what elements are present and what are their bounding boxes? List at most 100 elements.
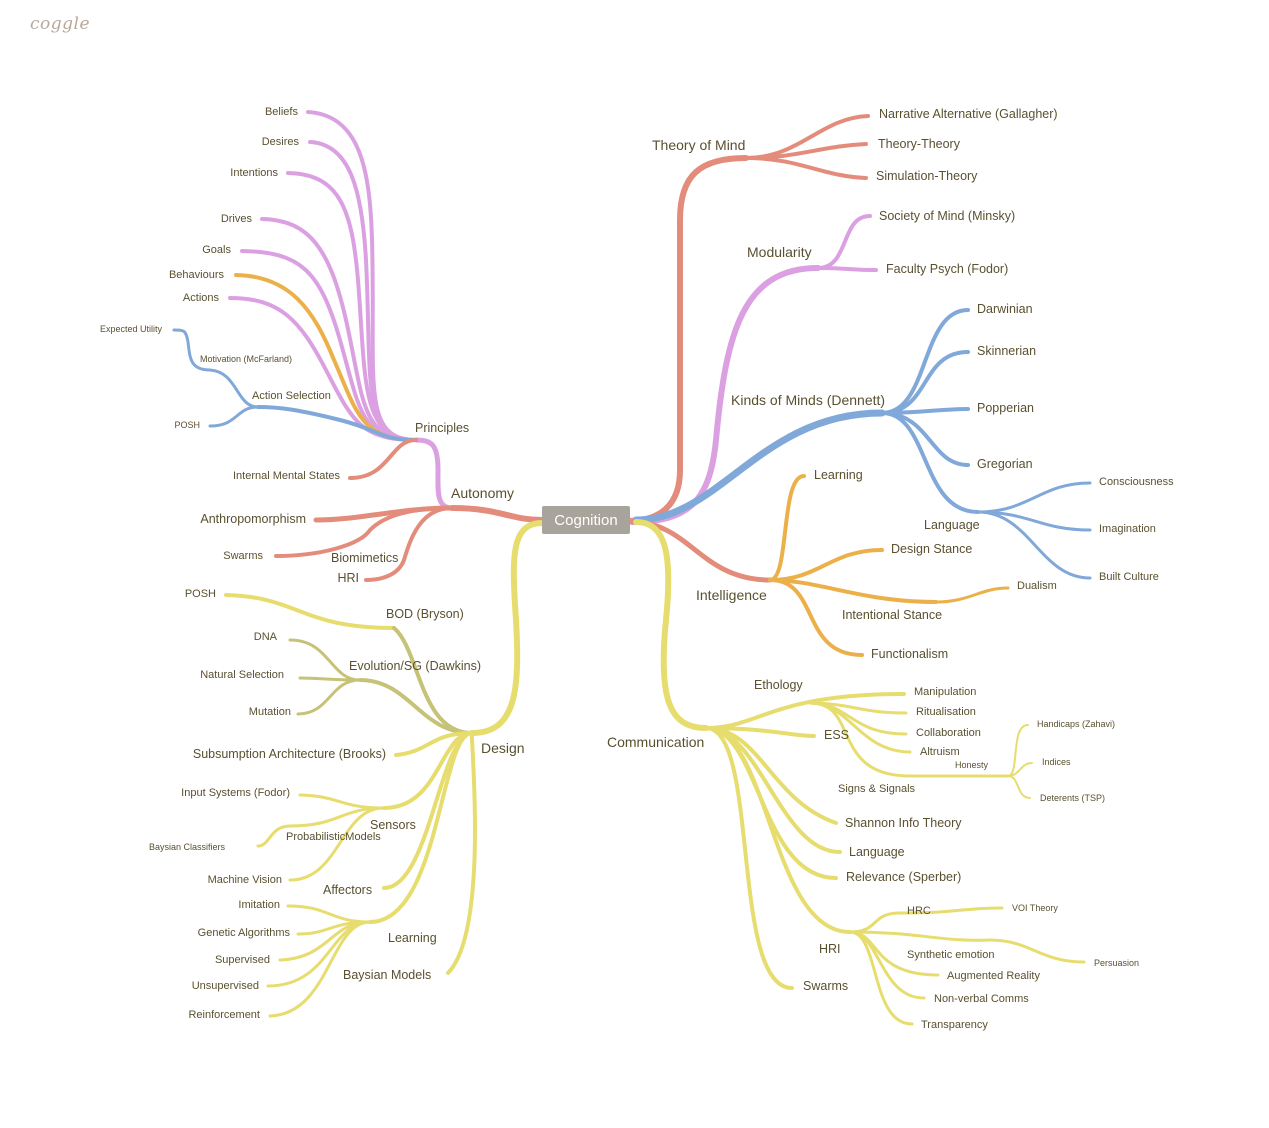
node-n7[interactable]: Faculty Psych (Fodor) bbox=[886, 262, 1008, 276]
node-n20[interactable]: Intentional Stance bbox=[842, 608, 942, 622]
node-n9[interactable]: Darwinian bbox=[977, 302, 1033, 316]
node-n42[interactable]: Persuasion bbox=[1094, 958, 1139, 968]
node-n60[interactable]: Internal Mental States bbox=[233, 470, 341, 482]
node-n48[interactable]: Principles bbox=[415, 421, 469, 435]
node-n43[interactable]: Augmented Reality bbox=[947, 970, 1040, 982]
node-n65[interactable]: Design bbox=[481, 740, 525, 756]
node-n19[interactable]: Design Stance bbox=[891, 542, 972, 556]
node-n36[interactable]: Language bbox=[849, 845, 905, 859]
node-n29[interactable]: Altruism bbox=[920, 746, 960, 758]
node-n63[interactable]: Biomimetics bbox=[331, 551, 398, 565]
node-n84[interactable]: Baysian Models bbox=[343, 968, 431, 982]
node-n61[interactable]: Anthropomorphism bbox=[200, 512, 306, 526]
branch-edge-69 bbox=[394, 731, 474, 757]
node-n6[interactable]: Society of Mind (Minsky) bbox=[879, 209, 1015, 223]
node-n64[interactable]: HRI bbox=[337, 571, 359, 585]
node-n70[interactable]: Natural Selection bbox=[200, 669, 284, 681]
node-n13[interactable]: Language bbox=[924, 518, 980, 532]
center-node[interactable]: Cognition bbox=[542, 506, 630, 534]
node-n25[interactable]: ESS bbox=[824, 728, 849, 742]
node-n80[interactable]: Genetic Algorithms bbox=[198, 927, 291, 939]
node-n17[interactable]: Intelligence bbox=[696, 587, 767, 603]
node-n30[interactable]: Honesty bbox=[955, 760, 989, 770]
node-n66[interactable]: POSH bbox=[185, 588, 216, 600]
node-n16[interactable]: Built Culture bbox=[1099, 571, 1159, 583]
node-n37[interactable]: Relevance (Sperber) bbox=[846, 870, 961, 884]
node-n26[interactable]: Manipulation bbox=[914, 686, 976, 698]
node-n24[interactable]: Ethology bbox=[754, 678, 803, 692]
node-n53[interactable]: Goals bbox=[202, 244, 231, 256]
node-n75[interactable]: ProbabilisticModels bbox=[286, 831, 381, 843]
node-n27[interactable]: Ritualisation bbox=[916, 706, 976, 718]
node-n35[interactable]: Shannon Info Theory bbox=[845, 816, 962, 830]
node-n59[interactable]: POSH bbox=[174, 420, 200, 430]
node-n45[interactable]: Transparency bbox=[921, 1019, 988, 1031]
coggle-logo[interactable]: coggle bbox=[30, 14, 91, 34]
node-n58[interactable]: Motivation (McFarland) bbox=[200, 354, 292, 364]
node-n82[interactable]: Supervised bbox=[215, 954, 270, 966]
node-n55[interactable]: Actions bbox=[183, 292, 220, 304]
node-n8[interactable]: Kinds of Minds (Dennett) bbox=[731, 392, 885, 408]
node-n46[interactable]: Swarms bbox=[803, 979, 848, 993]
node-n3[interactable]: Theory-Theory bbox=[878, 137, 961, 151]
branch-edge-50 bbox=[260, 217, 418, 442]
node-n83[interactable]: Unsupervised bbox=[192, 980, 259, 992]
branch-edge-62 bbox=[469, 520, 545, 736]
node-n79[interactable]: Imitation bbox=[238, 899, 280, 911]
branch-edge-82 bbox=[446, 731, 478, 975]
node-n69[interactable]: Evolution/SG (Dawkins) bbox=[349, 659, 481, 673]
node-n1[interactable]: Theory of Mind bbox=[652, 137, 745, 153]
node-n34[interactable]: Signs & Signals bbox=[838, 783, 916, 795]
node-n44[interactable]: Non-verbal Comms bbox=[934, 993, 1029, 1005]
node-n54[interactable]: Behaviours bbox=[169, 269, 225, 281]
node-n10[interactable]: Skinnerian bbox=[977, 344, 1036, 358]
node-n5[interactable]: Modularity bbox=[747, 244, 812, 260]
node-n4[interactable]: Simulation-Theory bbox=[876, 169, 978, 183]
node-n23[interactable]: Communication bbox=[607, 734, 704, 750]
node-n2[interactable]: Narrative Alternative (Gallagher) bbox=[879, 107, 1058, 121]
node-n12[interactable]: Gregorian bbox=[977, 457, 1033, 471]
node-n28[interactable]: Collaboration bbox=[916, 727, 981, 739]
node-n40[interactable]: VOI Theory bbox=[1012, 903, 1058, 913]
node-n33[interactable]: Deterents (TSP) bbox=[1040, 793, 1105, 803]
branch-edge-17 bbox=[768, 474, 806, 582]
labels-layer: Theory of Mind Narrative Alternative (Gal… bbox=[100, 106, 1174, 1031]
branch-edge-7 bbox=[632, 409, 886, 524]
node-n68[interactable]: DNA bbox=[254, 631, 278, 643]
node-n74[interactable]: Sensors bbox=[370, 818, 416, 832]
node-n47[interactable]: Autonomy bbox=[451, 485, 514, 501]
node-n62[interactable]: Swarms bbox=[223, 550, 263, 562]
node-n57[interactable]: Expected Utility bbox=[100, 324, 163, 334]
node-n81[interactable]: Learning bbox=[388, 931, 437, 945]
node-n51[interactable]: Intentions bbox=[230, 167, 278, 179]
branch-edge-72 bbox=[288, 806, 386, 828]
node-n49[interactable]: Beliefs bbox=[265, 106, 299, 118]
node-n15[interactable]: Imagination bbox=[1099, 523, 1156, 535]
branch-edge-65 bbox=[358, 678, 474, 735]
node-n22[interactable]: Functionalism bbox=[871, 647, 948, 661]
node-n21[interactable]: Dualism bbox=[1017, 580, 1057, 592]
branch-edge-39 bbox=[848, 930, 992, 942]
node-n56[interactable]: Action Selection bbox=[252, 390, 331, 402]
branch-edge-28 bbox=[808, 701, 912, 778]
node-n18[interactable]: Learning bbox=[814, 468, 863, 482]
node-n72[interactable]: Subsumption Architecture (Brooks) bbox=[193, 747, 386, 761]
node-n38[interactable]: HRI bbox=[819, 942, 841, 956]
branch-edge-44 bbox=[704, 726, 794, 990]
node-n78[interactable]: Affectors bbox=[323, 883, 372, 897]
node-n31[interactable]: Handicaps (Zahavi) bbox=[1037, 719, 1115, 729]
node-n71[interactable]: Mutation bbox=[249, 706, 291, 718]
node-n76[interactable]: Baysian Classifiers bbox=[149, 842, 226, 852]
branch-edge-46 bbox=[413, 437, 455, 511]
node-n73[interactable]: Input Systems (Fodor) bbox=[181, 787, 290, 799]
node-n14[interactable]: Consciousness bbox=[1099, 476, 1174, 488]
node-n77[interactable]: Machine Vision bbox=[208, 874, 282, 886]
node-n67[interactable]: BOD (Bryson) bbox=[386, 607, 464, 621]
node-n32[interactable]: Indices bbox=[1042, 757, 1071, 767]
node-n52[interactable]: Drives bbox=[221, 213, 253, 225]
node-n50[interactable]: Desires bbox=[262, 136, 300, 148]
node-n39[interactable]: HRC bbox=[907, 905, 931, 917]
node-n85[interactable]: Reinforcement bbox=[188, 1009, 260, 1021]
node-n41[interactable]: Synthetic emotion bbox=[907, 949, 994, 961]
node-n11[interactable]: Popperian bbox=[977, 401, 1034, 415]
